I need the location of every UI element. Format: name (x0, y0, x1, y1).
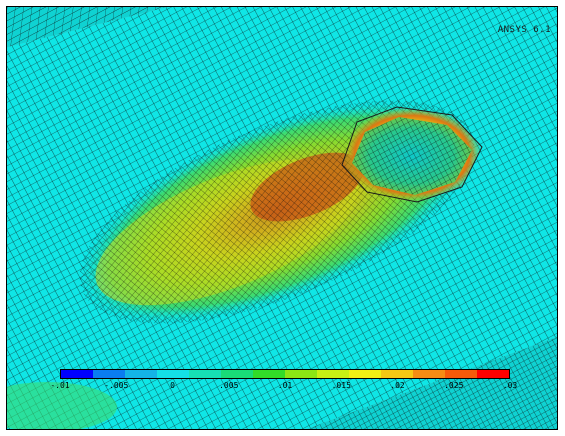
legend-tick-label: .03 (502, 381, 518, 390)
legend-tick-label: .01 (277, 381, 293, 390)
graphics-viewport: ANSYS 6.1 (6, 6, 558, 430)
legend-swatch (445, 370, 477, 378)
legend-tick-label: .015 (331, 381, 351, 390)
legend-tick-label: .005 (219, 381, 239, 390)
pit-outline (341, 106, 483, 203)
legend-swatch (317, 370, 349, 378)
pit-mesh (352, 117, 472, 195)
fea-contour-plot (7, 7, 557, 429)
legend-tick-label: .025 (444, 381, 464, 390)
legend-swatch (189, 370, 221, 378)
legend-swatch (93, 370, 125, 378)
side-face-mesh (307, 337, 557, 429)
legend-swatch (381, 370, 413, 378)
legend-swatch (285, 370, 317, 378)
legend-tick-label: -.01 (50, 381, 70, 390)
legend-swatch (125, 370, 157, 378)
top-face-mesh (7, 7, 167, 47)
legend-tick-label: -.005 (104, 381, 129, 390)
color-legend-ticks: -.01 -.005 0 .005 .01 .015 .02 .025 .03 (50, 381, 517, 395)
legend-tick-label: 0 (170, 381, 175, 390)
legend-tick-label: .02 (390, 381, 405, 390)
edge-tint (7, 382, 117, 429)
legend-swatch (61, 370, 93, 378)
version-label: ANSYS 6.1 (497, 25, 551, 35)
legend-swatch (349, 370, 381, 378)
color-legend-bar (60, 369, 510, 379)
legend-swatch (157, 370, 189, 378)
legend-swatch (253, 370, 285, 378)
legend-swatch (221, 370, 253, 378)
legend-swatch (477, 370, 509, 378)
legend-swatch (413, 370, 445, 378)
